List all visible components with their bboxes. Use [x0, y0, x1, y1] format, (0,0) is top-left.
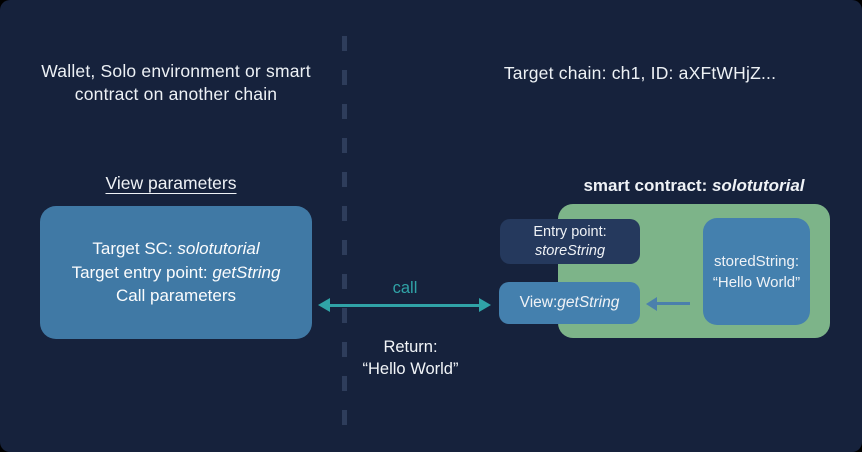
call-arrowhead-left-icon	[318, 298, 330, 312]
call-arrow	[329, 304, 481, 307]
target-sc-line: Target SC: solotutorial	[92, 239, 260, 259]
stored-to-view-arrowhead-icon	[646, 296, 657, 311]
call-parameters-line: Call parameters	[116, 286, 236, 306]
view-parameters-heading: View parameters	[105, 173, 237, 193]
chain-boundary-divider	[342, 36, 347, 428]
target-entry-point-line: Target entry point: getString	[71, 262, 281, 282]
view-getstring-box: View: getString	[499, 282, 640, 324]
left-zone-title: Wallet, Solo environment or smart contra…	[41, 61, 311, 104]
call-label: call	[392, 279, 418, 297]
entry-point-box: Entry point: storeString	[500, 219, 640, 264]
smart-contract-label: smart contract: solotutorial	[583, 176, 805, 195]
stored-to-view-arrow	[656, 302, 690, 305]
view-parameters-box: Target SC: solotutorial Target entry poi…	[40, 206, 312, 339]
return-label: Return: “Hello World”	[362, 338, 459, 378]
call-arrowhead-right-icon	[479, 298, 491, 312]
stored-string-box: storedString: “Hello World”	[703, 218, 810, 325]
right-zone-title: Target chain: ch1, ID: aXFtWHjZ...	[503, 63, 777, 83]
